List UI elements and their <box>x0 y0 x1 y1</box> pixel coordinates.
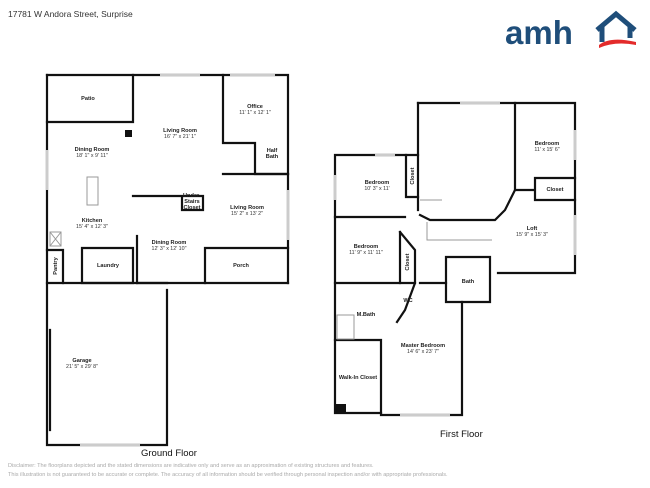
first-floor-walls <box>333 101 577 417</box>
room-living-room-2: Living Room <box>230 205 264 211</box>
swoosh-icon <box>599 39 636 48</box>
first-floor-label: First Floor <box>440 429 483 440</box>
room-closet-2: Closet <box>546 187 563 193</box>
room-closet-3: Closet <box>405 253 411 270</box>
room-half-bath: Half <box>267 148 278 154</box>
room-master-bath: M.Bath <box>357 312 376 318</box>
room-dining-room-2: Dining Room <box>152 240 187 246</box>
room-laundry: Laundry <box>97 263 120 269</box>
disclaimer-line-2: This illustration is not guaranteed to b… <box>8 472 448 478</box>
ground-floor-label: Ground Floor <box>141 448 197 459</box>
svg-text:Closet: Closet <box>183 205 200 211</box>
logo-text: amh <box>505 14 573 51</box>
disclaimer-line-1: Disclaimer: The floorplans depicted and … <box>8 463 374 469</box>
room-bath: Bath <box>462 279 475 285</box>
room-bedroom-1: Bedroom <box>365 180 390 186</box>
svg-text:14' 6" x 23' 7": 14' 6" x 23' 7" <box>407 349 439 355</box>
svg-text:11' 1" x 12' 1": 11' 1" x 12' 1" <box>239 110 271 116</box>
amh-logo: amh <box>505 10 637 51</box>
svg-text:Stairs: Stairs <box>184 199 200 205</box>
room-dining-room: Dining Room <box>75 147 110 153</box>
svg-text:16' 7" x 21' 1": 16' 7" x 21' 1" <box>164 134 196 140</box>
first-floor-labels: Bedroom 10' 3" x 11' Closet Bedroom 11' … <box>339 141 564 381</box>
svg-text:21' 5" x 29' 8": 21' 5" x 29' 8" <box>66 364 98 370</box>
room-garage: Garage <box>72 358 91 364</box>
room-porch: Porch <box>233 263 249 269</box>
svg-text:11' 9" x 11' 11": 11' 9" x 11' 11" <box>349 250 383 256</box>
room-loft: Loft <box>527 226 538 232</box>
room-under-stairs-closet: Under- <box>183 193 201 199</box>
room-office: Office <box>247 104 263 110</box>
house-icon <box>595 10 637 42</box>
svg-text:12' 3" x 12' 10": 12' 3" x 12' 10" <box>152 246 187 252</box>
svg-text:15' 9" x 15' 3": 15' 9" x 15' 3" <box>516 232 548 238</box>
room-living-room: Living Room <box>163 128 197 134</box>
room-master-bedroom: Master Bedroom <box>401 343 445 349</box>
room-kitchen: Kitchen <box>82 218 103 224</box>
ground-floor-labels: Patio Living Room 16' 7" x 21' 1" Office… <box>53 96 279 370</box>
ground-floor-walls <box>45 73 290 447</box>
room-patio: Patio <box>81 96 95 102</box>
svg-text:15' 2" x 13' 2": 15' 2" x 13' 2" <box>231 211 263 217</box>
svg-text:15' 4" x 12' 3": 15' 4" x 12' 3" <box>76 224 108 230</box>
svg-text:10' 3" x 11': 10' 3" x 11' <box>364 186 389 192</box>
room-bedroom-3: Bedroom <box>354 244 379 250</box>
svg-text:Bath: Bath <box>266 154 279 160</box>
property-address: 17781 W Andora Street, Surprise <box>8 9 133 19</box>
room-bedroom-2: Bedroom <box>535 141 560 147</box>
room-wc: WC <box>403 298 412 304</box>
svg-text:18' 1" x 9' 11": 18' 1" x 9' 11" <box>76 153 108 159</box>
room-walk-in-closet: Walk-In Closet <box>339 375 377 381</box>
room-closet-1: Closet <box>410 167 416 184</box>
svg-text:11' x 15' 6": 11' x 15' 6" <box>534 147 559 153</box>
room-pantry: Pantry <box>53 256 59 274</box>
